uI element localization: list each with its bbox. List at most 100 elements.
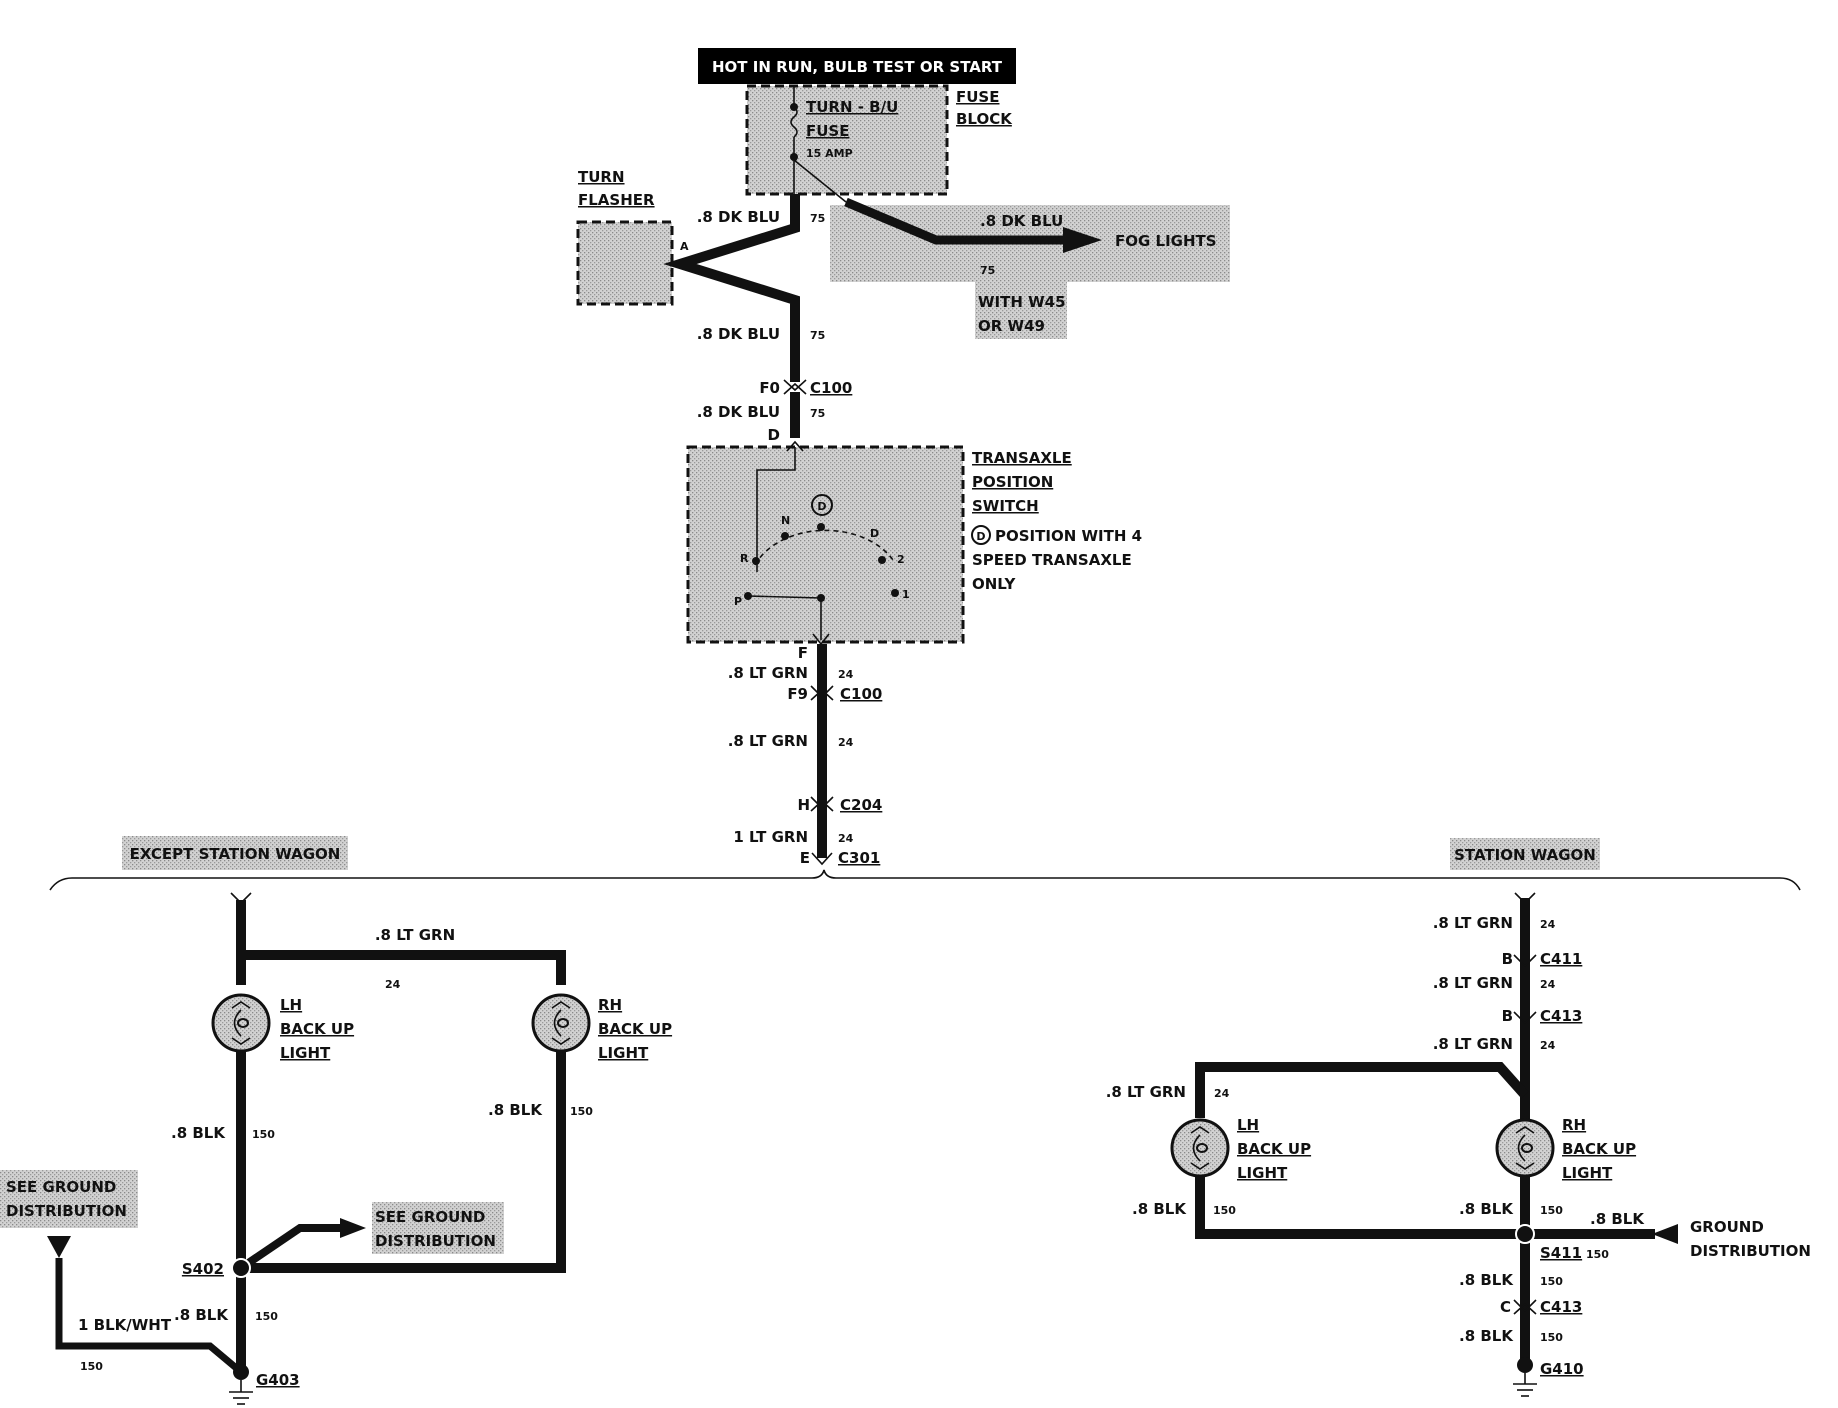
sw-seg5-circuit: 150 bbox=[1540, 1331, 1563, 1344]
c301-name: C301 bbox=[838, 849, 880, 867]
variant-brace bbox=[49, 869, 1801, 891]
c204-pin: H bbox=[797, 796, 810, 814]
sw-rh-gnd-wire: .8 BLK bbox=[1459, 1200, 1514, 1218]
sw-lh-feed-circuit: 24 bbox=[1214, 1087, 1230, 1100]
fog-destination: FOG LIGHTS bbox=[1115, 232, 1217, 250]
esw-left-circuit: 150 bbox=[80, 1360, 103, 1373]
sw-lh-label-2: BACK UP bbox=[1237, 1140, 1311, 1158]
upper-wire-1-label: .8 DK BLU bbox=[697, 208, 780, 226]
turn-flasher-pin: A bbox=[680, 240, 689, 253]
connector-c413-upper: B C413 bbox=[1502, 1007, 1583, 1025]
switch-note-3: ONLY bbox=[972, 575, 1017, 593]
esw-splice-dot-icon bbox=[231, 1258, 251, 1278]
esw-left-ref-arrow-icon bbox=[47, 1236, 71, 1258]
esw-ground-ref-arrow-icon bbox=[340, 1218, 366, 1238]
esw-cross-wire: .8 LT GRN bbox=[375, 926, 455, 944]
switch-title-3: SWITCH bbox=[972, 497, 1039, 515]
upper-wire-2-circuit: 75 bbox=[810, 329, 825, 342]
power-label: HOT IN RUN, BULB TEST OR START bbox=[712, 58, 1003, 76]
sw-lh-label-3: LIGHT bbox=[1237, 1164, 1288, 1182]
c100-top-pin: F0 bbox=[759, 379, 780, 397]
esw-ground-dot-icon bbox=[233, 1364, 249, 1380]
sw-rh-gnd-circuit: 150 bbox=[1540, 1204, 1563, 1217]
esw-ground-ref-wire bbox=[238, 1224, 340, 1272]
fuse-name-1: TURN - B/U bbox=[806, 98, 898, 116]
connector-c301: E C301 bbox=[800, 849, 881, 867]
switch-pos-n: N bbox=[781, 514, 790, 527]
esw-left-wire: 1 BLK/WHT bbox=[78, 1316, 172, 1334]
esw-rh-gnd-wire: .8 BLK bbox=[488, 1101, 543, 1119]
sw-seg3-wire: .8 LT GRN bbox=[1433, 1035, 1513, 1053]
upper-wire-2-label: .8 DK BLU bbox=[697, 325, 780, 343]
switch-pos-2: 2 bbox=[897, 553, 905, 566]
esw-feed-wire bbox=[236, 900, 566, 985]
sw-seg3-circuit: 24 bbox=[1540, 1039, 1556, 1052]
esw-bottom-circuit: 150 bbox=[255, 1310, 278, 1323]
transaxle-position-switch: D D P R N D 2 1 TRANSAXLE POSITION SWITC… bbox=[686, 426, 1142, 662]
esw-lh-label-3: LIGHT bbox=[280, 1044, 331, 1062]
connector-c413-lower: C C413 bbox=[1500, 1298, 1582, 1316]
sw-lh-feed-wire bbox=[1195, 1062, 1529, 1118]
sw-seg2-wire: .8 LT GRN bbox=[1433, 974, 1513, 992]
turn-flasher-label-1: TURN bbox=[578, 168, 625, 186]
fuse-block-label-1: FUSE bbox=[956, 88, 999, 106]
esw-left-ground-wire bbox=[55, 1258, 244, 1375]
sw-rh-label-2: BACK UP bbox=[1562, 1140, 1636, 1158]
c301-pin: E bbox=[800, 849, 810, 867]
c204-name: C204 bbox=[840, 796, 882, 814]
fuse-icon bbox=[790, 106, 798, 138]
esw-rh-bulb-icon bbox=[531, 993, 591, 1053]
connector-c100-top: F0 C100 bbox=[759, 379, 852, 397]
esw-lh-label-1: LH bbox=[280, 996, 302, 1014]
upper-wire-1-circuit: 75 bbox=[810, 212, 825, 225]
trunk-seg2-label: .8 LT GRN bbox=[728, 732, 808, 750]
switch-note-symbol: D bbox=[976, 530, 985, 543]
connector-c100-bottom: F9 C100 bbox=[787, 685, 882, 703]
trunk-seg3-label: 1 LT GRN bbox=[733, 828, 808, 846]
switch-pin-in: D bbox=[768, 426, 780, 444]
switch-pos-d: D bbox=[870, 527, 879, 540]
upper-wire-3-circuit: 75 bbox=[810, 407, 825, 420]
turn-flasher-label-2: FLASHER bbox=[578, 191, 655, 209]
switch-note-2: SPEED TRANSAXLE bbox=[972, 551, 1132, 569]
sw-ground-ref-2: DISTRIBUTION bbox=[1690, 1242, 1811, 1260]
fog-circuit-label: 75 bbox=[980, 264, 995, 277]
sw-seg2-circuit: 24 bbox=[1540, 978, 1556, 991]
fog-option-shading bbox=[975, 275, 1067, 339]
except-station-wagon-section: EXCEPT STATION WAGON .8 LT GRN 24 LH BAC… bbox=[0, 836, 672, 1405]
sw-lh-gnd-circuit: 150 bbox=[1213, 1204, 1236, 1217]
c413-upper-name: C413 bbox=[1540, 1007, 1582, 1025]
switch-pos-p: P bbox=[734, 595, 742, 608]
trunk-seg1-label: .8 LT GRN bbox=[728, 664, 808, 682]
station-wagon-title: STATION WAGON bbox=[1454, 846, 1596, 864]
esw-left-ref-2: DISTRIBUTION bbox=[6, 1202, 127, 1220]
sw-ground-name: G410 bbox=[1540, 1360, 1584, 1378]
esw-rh-ground-wire bbox=[241, 1051, 566, 1273]
sw-rh-label-1: RH bbox=[1562, 1116, 1586, 1134]
fuse-block: FUSE BLOCK TURN - B/U FUSE 15 AMP bbox=[745, 84, 1013, 203]
sw-ground-ref-1: GROUND bbox=[1690, 1218, 1764, 1236]
power-banner: HOT IN RUN, BULB TEST OR START bbox=[698, 48, 1016, 84]
connector-c204: H C204 bbox=[797, 796, 882, 814]
sw-lh-label-1: LH bbox=[1237, 1116, 1259, 1134]
esw-rh-label-3: LIGHT bbox=[598, 1044, 649, 1062]
trunk-seg1-circuit: 24 bbox=[838, 668, 854, 681]
switch-pin-out: F bbox=[798, 644, 808, 662]
c411-pin: B bbox=[1502, 950, 1513, 968]
c413-lower-pin: C bbox=[1500, 1298, 1511, 1316]
fog-wire-label: .8 DK BLU bbox=[980, 212, 1063, 230]
esw-lh-gnd-circuit: 150 bbox=[252, 1128, 275, 1141]
fuse-block-label-2: BLOCK bbox=[956, 110, 1013, 128]
esw-cross-circuit: 24 bbox=[385, 978, 401, 991]
c100-bottom-pin: F9 bbox=[787, 685, 808, 703]
esw-lh-label-2: BACK UP bbox=[280, 1020, 354, 1038]
except-station-wagon-title: EXCEPT STATION WAGON bbox=[130, 845, 341, 863]
esw-bottom-wire: .8 BLK bbox=[174, 1306, 229, 1324]
dk-blu-trunk-wire bbox=[663, 194, 800, 382]
fog-option-1: WITH W45 bbox=[978, 293, 1066, 311]
esw-see-ground-1: SEE GROUND bbox=[375, 1208, 485, 1226]
c413-lower-name: C413 bbox=[1540, 1298, 1582, 1316]
upper-wire-3-label: .8 DK BLU bbox=[697, 403, 780, 421]
sw-splice-dot-icon bbox=[1515, 1224, 1535, 1244]
